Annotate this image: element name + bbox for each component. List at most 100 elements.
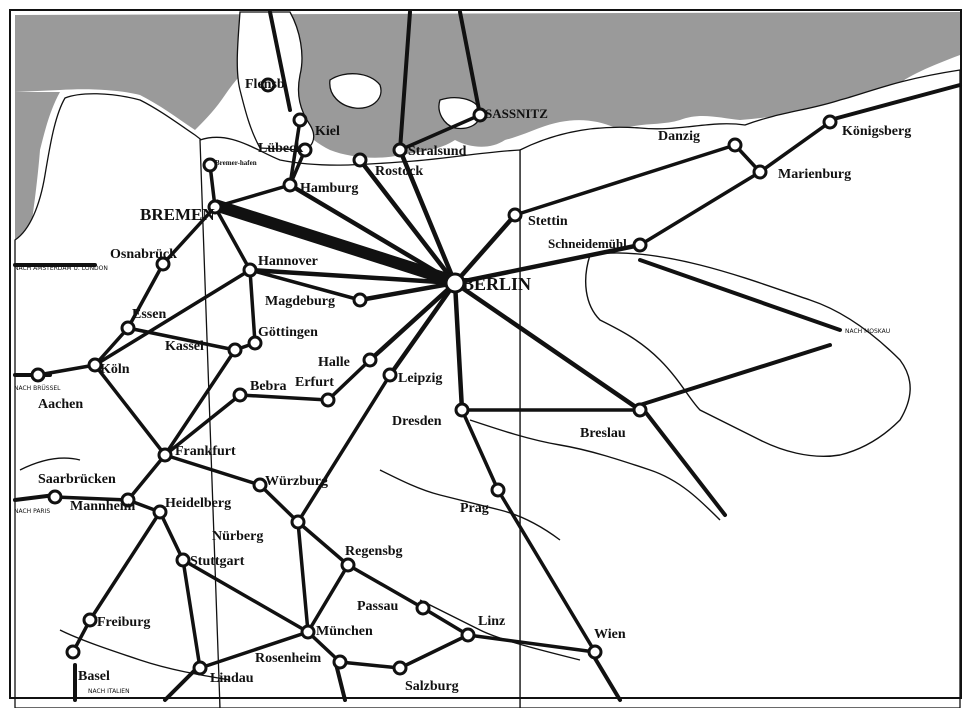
route-regensburg-muenchen [306,563,350,634]
station-magdeburg [352,292,368,308]
city-label-halle: Halle [318,355,350,370]
city-label-frankfurt: Frankfurt [175,444,236,459]
route-bremen-hannover [213,205,252,272]
station-hamburg [282,177,298,193]
city-label-marienburg: Marienburg [778,167,851,182]
route-essen-koeln [93,326,130,367]
route-berlin-stralsund [397,147,458,286]
city-label-freiburg: Freiburg [97,615,150,630]
station-regensburg [340,557,356,573]
station-salzburg [392,660,408,676]
route-berlin-dresden [452,280,465,413]
direction-label-nach-bruessel: NACH BRÜSSEL [14,385,61,392]
city-label-bremerhaven: Bremer-hafen [215,159,257,167]
city-label-rostock: Rostock [375,164,423,179]
direction-label-nach-amsterdam: NACH AMSTERDAM U. LONDON [14,265,108,272]
city-label-regensburg: Regensbg [345,544,403,559]
station-lindau [192,660,208,676]
route-prag-wien [496,488,597,654]
station-leipzig [382,367,398,383]
route-leipzig-nuernberg [296,373,392,524]
station-wuerzburg [252,477,268,493]
city-label-mannheim: Mannheim [70,499,136,514]
station-kiel [292,112,308,128]
city-label-goettingen: Göttingen [258,325,318,340]
route-bebra-frankfurt [163,393,242,457]
station-aachen [30,367,46,383]
main-corridor-bremen-berlin [213,199,452,286]
station-basel [65,644,81,660]
route-heidelberg-freiburg [88,510,162,622]
route-heidelberg-stuttgart [158,510,185,562]
city-label-basel: Basel [78,669,110,684]
route-hannover-goettingen [248,268,257,345]
station-stralsund [392,142,408,158]
route-schneidemuehl-marienburg [638,170,762,247]
station-breslau [632,402,648,418]
station-goettingen [247,335,263,351]
station-marienburg [752,164,768,180]
city-labels: BERLINBREMENBremer-hafenHamburgLübeckKie… [38,77,911,694]
city-label-passau: Passau [357,599,398,614]
station-mannheim [120,492,136,508]
route-wuerzburg-nuernberg [258,483,300,524]
city-label-wien: Wien [594,627,626,642]
station-stettin [507,207,523,223]
station-flensburg [260,77,276,93]
city-label-stettin: Stettin [528,214,568,229]
station-muenchen [300,624,316,640]
city-label-bebra: Bebra [250,379,287,394]
station-bremerhaven [202,157,218,173]
route-essen-kassel [126,326,237,352]
station-halle [362,352,378,368]
station-linz [460,627,476,643]
station-essen [120,320,136,336]
station-osnabrueck [155,256,171,272]
station-passau [415,600,431,616]
station-hannover [242,262,258,278]
station-koenigsberg [822,114,838,130]
station-schneidemuehl [632,237,648,253]
station-sassnitz [472,107,488,123]
station-stuttgart [175,552,191,568]
route-mannheim-saarbruecken [53,495,130,502]
station-saarbruecken [47,489,63,505]
city-label-aachen: Aachen [38,397,83,412]
route-stuttgart-muenchen [181,558,310,634]
city-label-leipzig: Leipzig [398,371,442,386]
station-bebra [232,387,248,403]
station-berlin [444,272,466,294]
station-luebeck [297,142,313,158]
direction-label-nach-paris: NACH PARIS [14,508,50,515]
map-frame [9,9,962,699]
direction-label-nach-italien: NACH ITALIEN [88,688,130,695]
city-label-osnabrueck: Osnabrück [110,247,177,262]
route-hamburg-kiel [288,118,302,187]
route-frankfurt-mannheim [126,453,167,502]
city-label-erfurt: Erfurt [295,375,334,390]
station-rosenheim [332,654,348,670]
city-label-kassel: Kassel [165,339,204,354]
route-berlin-schneidemuehl [452,242,643,286]
route-berlin-leipzig [387,280,458,378]
route-stralsund-sassnitz [398,113,482,152]
city-label-berlin: BERLIN [462,274,531,294]
city-label-linz: Linz [478,614,505,629]
station-nodes [30,77,838,676]
station-freiburg [82,612,98,628]
route-passau-linz [421,606,470,637]
station-nuernberg [290,514,306,530]
route-berlin-stettin [452,212,518,286]
route-linz-wien [466,633,597,654]
route-erfurt-bebra [238,393,330,402]
city-label-dresden: Dresden [392,414,442,429]
city-label-luebeck: Lübeck [258,141,303,156]
route-berlin-hannover [247,267,458,286]
city-label-wuerzburg: Würzburg [265,474,328,489]
city-label-rosenheim: Rosenheim [255,651,321,666]
city-label-saarbruecken: Saarbrücken [38,472,116,487]
station-danzig [727,137,743,153]
station-erfurt [320,392,336,408]
